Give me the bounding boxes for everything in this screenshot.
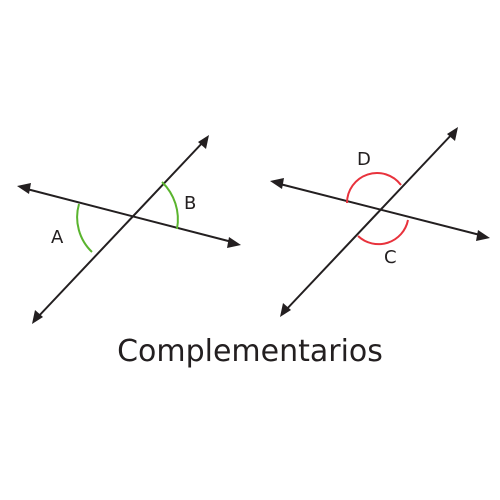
- arrowhead-right: [476, 230, 490, 241]
- arrowhead-left: [17, 183, 31, 194]
- angle-label-d: D: [357, 149, 371, 170]
- arrowhead-up: [198, 135, 209, 149]
- arrowhead-down: [280, 303, 291, 317]
- left-transversal-line-b: [35, 139, 206, 320]
- figure-caption: Complementarios: [117, 334, 383, 369]
- right-diagram: D C: [270, 127, 490, 317]
- angle-label-c: C: [384, 247, 397, 268]
- angle-label-b: B: [184, 193, 196, 214]
- right-transversal-line-b: [283, 131, 455, 313]
- arrowhead-right: [227, 237, 241, 248]
- left-transversal-line-a: [22, 187, 237, 244]
- angle-arc-b: [161, 181, 179, 230]
- arrowhead-down: [32, 310, 43, 324]
- angle-label-a: A: [51, 227, 64, 248]
- angle-arc-d: [346, 172, 402, 204]
- arrowhead-left: [270, 178, 284, 189]
- arrowhead-up: [447, 127, 458, 141]
- left-diagram: A B: [17, 135, 241, 324]
- angle-arc-c: [357, 219, 409, 246]
- angle-arc-a: [76, 203, 93, 253]
